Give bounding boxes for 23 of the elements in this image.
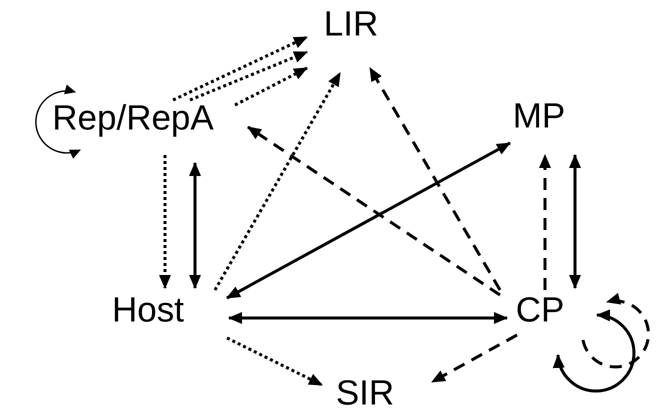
node-label: Rep/RepA — [52, 100, 214, 136]
loop-arrow — [582, 294, 650, 368]
arrow — [189, 50, 308, 102]
node-label: Host — [112, 292, 184, 328]
arrow — [226, 336, 323, 386]
arrow — [234, 66, 308, 106]
arrow — [172, 36, 308, 102]
arrow — [228, 312, 508, 324]
arrow — [569, 154, 581, 289]
node-label: MP — [512, 98, 566, 134]
loop-arrow — [35, 85, 81, 158]
arrow — [226, 142, 511, 300]
arrow — [431, 334, 518, 384]
node-label: SIR — [336, 376, 394, 409]
arrow — [189, 162, 201, 289]
node-label: LIR — [324, 6, 378, 42]
arrow — [247, 126, 501, 296]
arrow — [539, 154, 551, 290]
loop-arrow — [554, 310, 636, 392]
arrow — [368, 67, 502, 291]
arrow — [159, 155, 171, 289]
arrow — [214, 72, 342, 291]
node-label: CP — [516, 292, 564, 328]
